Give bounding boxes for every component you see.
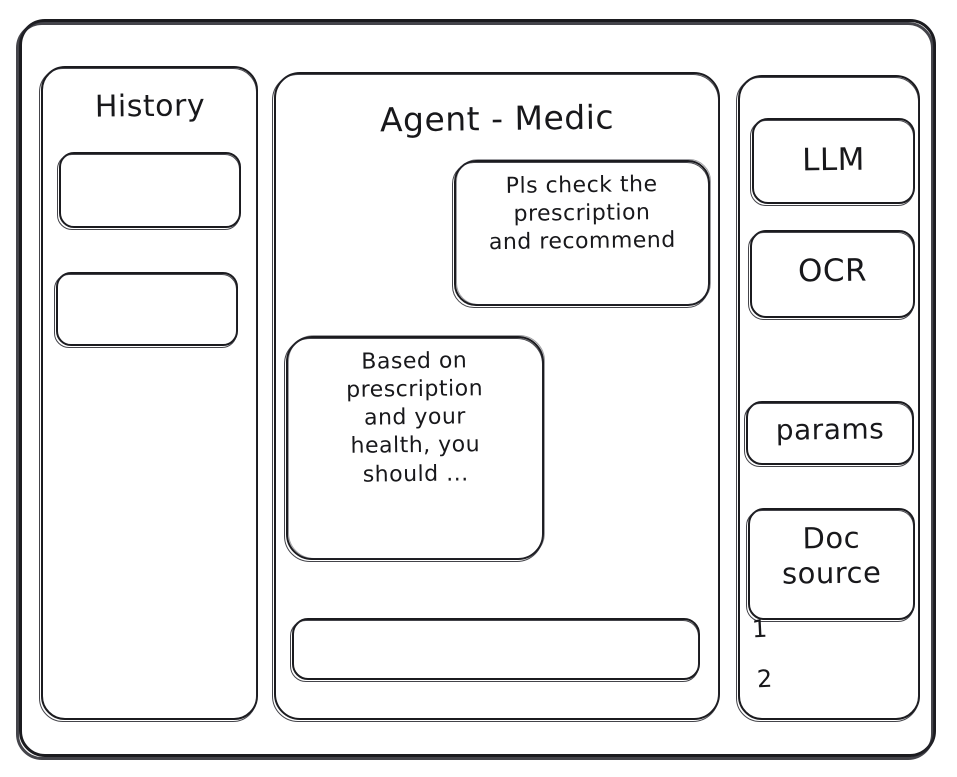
history-list-item[interactable] — [57, 152, 241, 230]
message-input[interactable] — [290, 618, 700, 682]
tool-item-doc-source-label: Doc source — [781, 520, 882, 591]
message-input-edge-sketch — [290, 620, 699, 682]
history-panel-title: History — [94, 88, 206, 125]
doc-source-list-item[interactable]: 1 — [751, 614, 769, 644]
tool-item-ocr-label: OCR — [797, 252, 868, 290]
chat-panel-title: Agent - Medic — [379, 97, 615, 140]
history-item-edge — [56, 272, 238, 346]
tool-item-llm-label: LLM — [801, 141, 866, 179]
agent-message-text: Based on prescription and your health, y… — [346, 348, 484, 488]
tool-item-params-label: params — [775, 412, 885, 447]
user-message-text: Pls check the prescription and recommend — [488, 172, 676, 256]
message-input-edge — [292, 618, 700, 680]
history-item-edge — [59, 152, 241, 228]
history-list-item[interactable] — [54, 272, 238, 348]
history-item-edge-sketch — [54, 274, 237, 348]
doc-source-list-item[interactable]: 2 — [756, 664, 774, 694]
history-item-edge-sketch — [57, 154, 240, 230]
